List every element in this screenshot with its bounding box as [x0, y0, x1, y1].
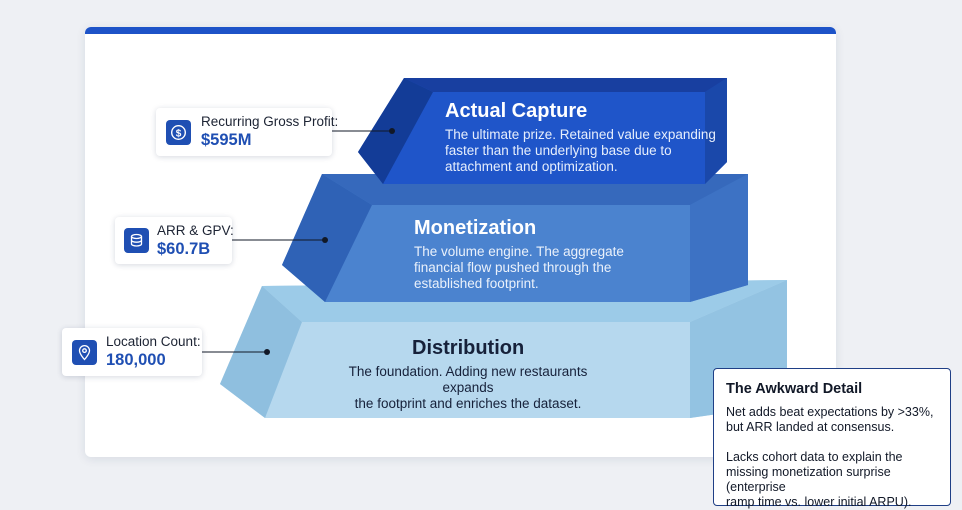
tier-monetization-title: Monetization [414, 217, 537, 239]
tier-actual-capture-title: Actual Capture [445, 100, 588, 122]
stack-icon [124, 228, 149, 253]
metric-caption: Recurring Gross Profit: [201, 114, 339, 129]
metric-value: $60.7B [157, 239, 211, 258]
callout-paragraph: Net adds beat expectations by >33%, but … [726, 405, 934, 434]
tier-actual-capture-description: The ultimate prize. Retained value expan… [445, 127, 716, 174]
tier-monetization-description: The volume engine. The aggregate financi… [414, 244, 624, 291]
metric-label-arr-gpv: ARR & GPV: $60.7B [115, 217, 234, 264]
svg-text:$: $ [176, 128, 182, 139]
card-accent-bar [85, 27, 836, 34]
metric-label-recurring-gross-profit: $ Recurring Gross Profit: $595M [156, 108, 338, 156]
tier-actual-capture-block [358, 78, 727, 184]
metric-value: 180,000 [106, 351, 166, 369]
awkward-detail-callout: The Awkward Detail Net adds beat expecta… [713, 368, 951, 509]
metric-caption: Location Count: [106, 334, 201, 349]
callout-paragraph: Lacks cohort data to explain the missing… [726, 450, 912, 509]
callout-title: The Awkward Detail [726, 381, 863, 397]
dollar-icon: $ [166, 119, 191, 145]
metric-label-location-count: Location Count: 180,000 [62, 328, 202, 376]
metric-caption: ARR & GPV: [157, 222, 234, 238]
connector-distribution [202, 349, 270, 355]
connector-actual-capture [332, 128, 395, 134]
metric-value: $595M [201, 131, 252, 149]
tier-distribution-description: The foundation. Adding new restaurants e… [348, 364, 588, 411]
location-pin-icon [72, 339, 97, 365]
connector-monetization [232, 237, 328, 243]
tier-distribution-title: Distribution [412, 337, 525, 359]
